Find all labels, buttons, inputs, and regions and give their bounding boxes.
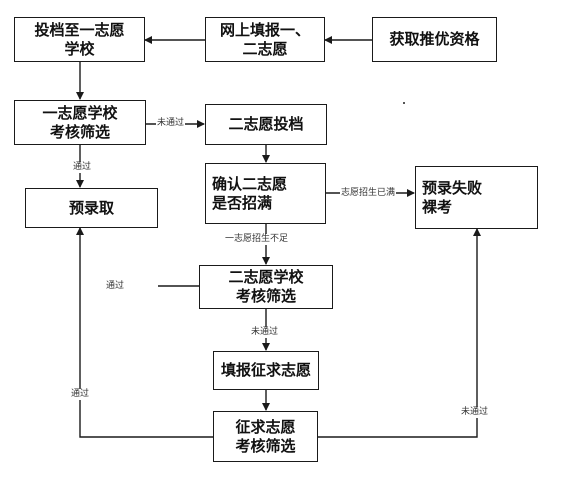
label-pass-3: 通过 [70,389,91,400]
box-huo-qu-tui-you: 获取推优资格 [372,17,497,62]
label-pass-1: 通过 [72,162,93,173]
box-tian-bao-text: 填报征求志愿 [220,361,311,379]
stray-dot [403,102,405,104]
label-fail-3: 未通过 [460,407,490,418]
label-fail-1: 未通过 [156,118,186,129]
box-zheng-qiu-shaixuan: 征求志愿 考核筛选 [213,411,318,462]
box-wang-shang-text: 网上填报一、 二志愿 [219,20,310,58]
box-er-toudang-text: 二志愿投档 [228,115,304,133]
box-yi-zhiyuan-text: 一志愿学校 考核筛选 [42,103,118,141]
box-er-zhiyuan-toudang: 二志愿投档 [205,104,327,145]
box-tou-dang-text: 投档至一志愿 学校 [34,20,125,58]
arrow-zhengqiu-to-yuluqu [76,227,213,438]
box-wang-shang-tian-bao: 网上填报一、 二志愿 [205,17,325,62]
box-que-ren-text: 确认二志愿 是否招满 [212,174,288,212]
box-er-shaixuan-text: 二志愿学校 考核筛选 [228,268,304,305]
label-fail-2: 未通过 [250,327,280,338]
label-pass-2: 通过 [105,281,126,292]
box-zheng-qiu-text: 征求志愿 考核筛选 [235,417,296,455]
box-huo-qu-text: 获取推优资格 [389,30,480,48]
box-yu-lu-qu-text: 预录取 [68,198,114,217]
arrow-zhengqiu-to-shibai [318,228,481,438]
box-que-ren-er-zhiyuan: 确认二志愿 是否招满 [205,163,326,224]
label-not-full: 一志愿招生不足 [224,234,290,245]
box-yi-zhiyuan-shaixuan: 一志愿学校 考核筛选 [14,100,146,145]
label-full: 志愿招生已满 [340,188,397,199]
box-yu-lu-qu: 预录取 [25,188,158,228]
box-shi-bai-text: 预录失败 裸考 [422,178,483,216]
box-tian-bao-zheng-qiu: 填报征求志愿 [213,351,319,390]
box-er-zhiyuan-shaixuan: 二志愿学校 考核筛选 [199,265,333,309]
box-tou-dang-yi-zhiyuan: 投档至一志愿 学校 [14,17,145,62]
box-yu-lu-shi-bai: 预录失败 裸考 [415,166,538,229]
